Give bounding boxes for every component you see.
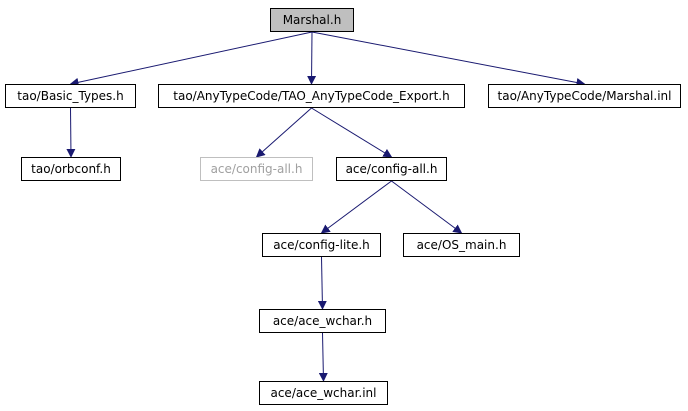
node-ace-config-all-h-undocumented: ace/config-all.h <box>200 157 313 181</box>
node-tao-basic-types-h[interactable]: tao/Basic_Types.h <box>5 84 136 108</box>
edge-tao_export-to-config_all <box>311 107 393 158</box>
edge-tao_export-to-config_all_missing <box>255 107 312 158</box>
node-tao-anytypecode-export-h[interactable]: tao/AnyTypeCode/TAO_AnyTypeCode_Export.h <box>158 84 465 108</box>
node-marshal-h: Marshal.h <box>270 8 354 32</box>
node-tao-anytypecode-marshal-inl[interactable]: tao/AnyTypeCode/Marshal.inl <box>488 84 681 108</box>
edge-config_lite-to-ace_wchar_h <box>317 256 327 310</box>
node-ace-config-lite-h[interactable]: ace/config-lite.h <box>262 233 381 257</box>
edge-basic_types-to-orbconf <box>66 107 76 158</box>
node-ace-config-all-h[interactable]: ace/config-all.h <box>336 157 447 181</box>
edge-marshal_h-to-marshal_inl <box>311 31 586 87</box>
node-ace-os-main-h[interactable]: ace/OS_main.h <box>403 233 520 257</box>
edge-config_all-to-os_main <box>391 180 463 234</box>
edge-marshal_h-to-basic_types <box>69 31 313 87</box>
edge-marshal_h-to-tao_export <box>307 31 317 85</box>
node-tao-orbconf-h[interactable]: tao/orbconf.h <box>21 157 121 181</box>
node-ace-ace-wchar-inl[interactable]: ace/ace_wchar.inl <box>259 381 388 405</box>
node-ace-ace-wchar-h[interactable]: ace/ace_wchar.h <box>259 309 386 333</box>
edge-ace_wchar_h-to-ace_wchar_inl <box>318 332 328 382</box>
edge-config_all-to-config_lite <box>320 180 392 234</box>
